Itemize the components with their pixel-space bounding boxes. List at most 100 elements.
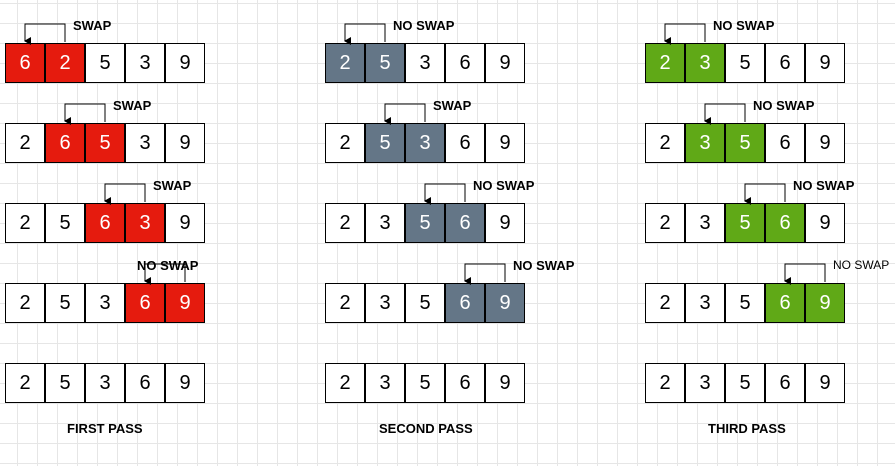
array-cell: 2 (645, 203, 685, 243)
array-cell: 3 (405, 123, 445, 163)
array-cell: 3 (685, 43, 725, 83)
swap-action-label: SWAP (73, 18, 112, 33)
array-cell: 6 (765, 43, 805, 83)
array-cell: 2 (325, 283, 365, 323)
array-cell: 6 (445, 363, 485, 403)
pass3-label: THIRD PASS (708, 421, 786, 436)
array-cell: 9 (805, 283, 845, 323)
array-cell: 6 (445, 123, 485, 163)
swap-arrow (464, 263, 506, 285)
array-cell: 2 (645, 123, 685, 163)
swap-arrow (664, 23, 706, 45)
array-cell: 6 (445, 43, 485, 83)
swap-arrow (104, 183, 146, 205)
array-cell: 9 (485, 203, 525, 243)
swap-action-label: SWAP (113, 98, 152, 113)
array-cell: 5 (725, 123, 765, 163)
array-cell: 2 (325, 363, 365, 403)
pass2-label: SECOND PASS (379, 421, 473, 436)
array-cell: 6 (765, 203, 805, 243)
array-cell: 3 (85, 283, 125, 323)
swap-arrow (784, 263, 826, 285)
array-cell: 6 (765, 123, 805, 163)
swap-arrow (24, 23, 66, 45)
array-cell: 5 (725, 283, 765, 323)
array-cell: 2 (5, 363, 45, 403)
array-cell: 2 (5, 123, 45, 163)
swap-action-label: NO SWAP (833, 258, 890, 272)
array-cell: 9 (805, 123, 845, 163)
array-cell: 5 (45, 203, 85, 243)
array-cell: 3 (365, 283, 405, 323)
array-cell: 9 (805, 363, 845, 403)
array-cell: 5 (725, 203, 765, 243)
array-cell: 2 (5, 283, 45, 323)
array-cell: 5 (85, 43, 125, 83)
array-cell: 2 (325, 123, 365, 163)
pass1-label: FIRST PASS (67, 421, 143, 436)
swap-arrow (384, 103, 426, 125)
array-cell: 3 (685, 123, 725, 163)
swap-arrow (144, 263, 186, 285)
swap-arrow (704, 103, 746, 125)
array-cell: 5 (365, 43, 405, 83)
array-cell: 3 (685, 283, 725, 323)
array-cell: 6 (765, 363, 805, 403)
array-cell: 5 (405, 363, 445, 403)
array-cell: 9 (485, 363, 525, 403)
swap-action-label: NO SWAP (473, 178, 535, 193)
array-cell: 9 (165, 363, 205, 403)
array-cell: 5 (725, 363, 765, 403)
array-cell: 9 (485, 123, 525, 163)
array-cell: 3 (125, 203, 165, 243)
swap-action-label: NO SWAP (713, 18, 775, 33)
array-cell: 5 (365, 123, 405, 163)
swap-action-label: NO SWAP (137, 258, 199, 273)
array-cell: 2 (325, 203, 365, 243)
swap-arrow (744, 183, 786, 205)
swap-arrow (344, 23, 386, 45)
array-cell: 2 (325, 43, 365, 83)
array-cell: 9 (165, 123, 205, 163)
array-cell: 9 (805, 43, 845, 83)
swap-action-label: NO SWAP (393, 18, 455, 33)
swap-action-label: NO SWAP (513, 258, 575, 273)
array-cell: 9 (165, 43, 205, 83)
array-cell: 3 (365, 203, 405, 243)
array-cell: 2 (645, 283, 685, 323)
array-cell: 6 (765, 283, 805, 323)
swap-action-label: SWAP (153, 178, 192, 193)
array-cell: 5 (85, 123, 125, 163)
swap-action-label: SWAP (433, 98, 472, 113)
array-cell: 5 (45, 283, 85, 323)
array-cell: 6 (445, 203, 485, 243)
array-cell: 9 (165, 203, 205, 243)
array-cell: 3 (685, 203, 725, 243)
array-cell: 2 (645, 363, 685, 403)
array-cell: 6 (45, 123, 85, 163)
array-cell: 9 (485, 283, 525, 323)
array-cell: 9 (805, 203, 845, 243)
array-cell: 9 (485, 43, 525, 83)
swap-arrow (64, 103, 106, 125)
swap-action-label: NO SWAP (753, 98, 815, 113)
array-cell: 3 (365, 363, 405, 403)
array-cell: 5 (45, 363, 85, 403)
array-cell: 2 (5, 203, 45, 243)
swap-action-label: NO SWAP (793, 178, 855, 193)
array-cell: 6 (445, 283, 485, 323)
